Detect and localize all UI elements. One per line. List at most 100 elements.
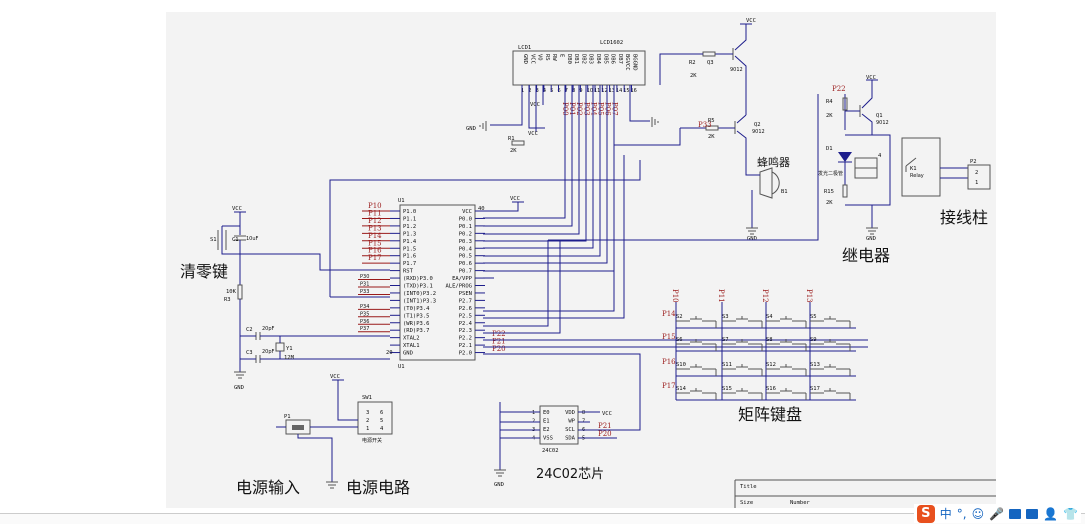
keypad-key-label-S12: S12 [766, 362, 776, 368]
title-block-size: Size [740, 500, 753, 506]
relay-part: Relay [910, 173, 924, 179]
keypad-key-actuator-S7 [736, 339, 748, 343]
lcd-pin-num-13: 14 [616, 88, 622, 94]
lcd-pin-num-9: 10 [587, 88, 593, 94]
mcu-p3-net-P33: P33 [360, 289, 369, 295]
lcd-pin-num-7: 8 [572, 88, 575, 94]
reset-vcc: VCC [232, 206, 242, 212]
ime-mode-toggle[interactable]: 中 [939, 507, 952, 521]
keypad-key-S15[interactable]: S15 [722, 386, 763, 400]
mcu-right-pin-19: P2.0 [459, 351, 472, 357]
lcd-pin-0: GND [522, 54, 528, 64]
lcd-pin-3: RS [544, 54, 550, 61]
skin-icon[interactable]: 👕 [1063, 506, 1078, 521]
sw1-note: 电源开关 [362, 437, 382, 444]
net-p22-relay: P22 [832, 85, 846, 93]
ime-toolbar[interactable]: S 中 °, ☺ 🎤 👤 👕 [913, 504, 1081, 523]
keypad-key-S17[interactable]: S17 [810, 386, 851, 400]
keypad-key-S8[interactable]: S8 [766, 337, 807, 351]
keypad-key-S5[interactable]: S5 [810, 314, 851, 328]
keypad-key-S11[interactable]: S11 [722, 362, 763, 376]
mcu-right-pin-4: P0.3 [459, 239, 472, 245]
r4-value: 2K [826, 113, 833, 119]
keypad-key-S16[interactable]: S16 [766, 386, 807, 400]
mcu-left-pin-15: (WR)P3.6 [403, 321, 430, 327]
keypad-key-label-S3: S3 [722, 314, 729, 320]
eeprom-right-pin-1: WP [568, 419, 575, 425]
lcd-vcc-2: VCC [528, 131, 538, 137]
keypad-key-S4[interactable]: S4 [766, 314, 807, 328]
keypad-key-S14[interactable]: S14 [676, 386, 717, 400]
emoji-icon[interactable]: ☺ [971, 506, 985, 521]
keypad-row-P14: P14 [662, 310, 676, 318]
relay-pin-4: 4 [878, 153, 882, 159]
keypad-key-S13[interactable]: S13 [810, 362, 851, 376]
keypad-key-S9[interactable]: S9 [810, 337, 851, 351]
mcu-left-pins: P1.0P1.1P1.2P1.3P1.4P1.5P1.6P1.7RST(RXD)… [390, 209, 436, 357]
mcu-right-pin-7: P0.6 [459, 261, 472, 267]
lcd-pin-8: DB2 [580, 54, 586, 64]
keypad-key-actuator-S17 [824, 388, 836, 392]
mcu-right-pin-6: P0.5 [459, 254, 472, 260]
keypad-key-S10[interactable]: S10 [676, 362, 717, 376]
d1-note: 发光二极管 [818, 170, 843, 177]
grid-icon[interactable] [1026, 508, 1039, 519]
keyboard-icon[interactable] [1009, 508, 1022, 519]
keypad-col-P10: P10 [671, 289, 679, 303]
mcu-p3-net-P31: P31 [360, 282, 369, 288]
keypad-key-label-S13: S13 [810, 362, 820, 368]
reset-and-crystal: VCC S1 C1 10uF 10K R3 清零键 C2 20pF C3 20p… [180, 206, 390, 391]
clear-key-label: 清零键 [180, 262, 228, 281]
keypad-key-S12[interactable]: S12 [766, 362, 807, 376]
r15-value: 2K [826, 200, 833, 206]
sw1-pin2: 2 [366, 418, 369, 424]
relay-section: P22 VCC R4 2K Q1 9012 D1 发光二极管 4 R15 2K … [548, 75, 991, 265]
user-icon[interactable]: 👤 [1043, 506, 1059, 521]
mcu-right-pin-0: VCC [462, 209, 472, 215]
keypad-key-actuator-S6 [690, 339, 702, 343]
keypad-key-S2[interactable]: S2 [676, 314, 717, 328]
lcd-pin-num-5: 6 [558, 88, 561, 94]
microphone-icon[interactable]: 🎤 [989, 506, 1005, 521]
mcu-net-P15: P15 [368, 239, 382, 247]
mcu-right-pin-5: P0.4 [459, 246, 473, 252]
terminal-label: 接线柱 [940, 208, 988, 227]
lcd-pin-num-2: 3 [536, 88, 539, 94]
ime-punctuation-toggle[interactable]: °, [956, 506, 967, 521]
keypad-key-label-S15: S15 [722, 386, 732, 392]
r1-ref: R1 [508, 136, 515, 142]
keypad-key-S6[interactable]: S6 [676, 337, 717, 351]
c3-ref: C3 [246, 350, 253, 356]
keypad-key-S7[interactable]: S7 [722, 337, 763, 351]
k1-ref: K1 [910, 166, 917, 172]
sogou-logo-icon[interactable]: S [916, 504, 935, 523]
mcu-right-pin-1: P0.0 [459, 216, 472, 222]
u1-pin-20: 20 [386, 350, 393, 356]
lcd-pin-7: DB1 [573, 54, 579, 64]
eeprom-right-pin-3: SDA [565, 436, 576, 442]
p2-ref: P2 [970, 159, 977, 165]
mcu-right-pin-13: P2.6 [459, 306, 472, 312]
keypad-key-actuator-S11 [736, 364, 748, 368]
lcd-pin-6: DB0 [566, 54, 572, 64]
lcd-pin-num-3: 4 [543, 88, 546, 94]
r3-value: 10K [226, 289, 237, 295]
keypad-key-S3[interactable]: S3 [722, 314, 763, 328]
lcd-pin-1: VCC [529, 54, 535, 64]
mcu-vcc: VCC [510, 196, 520, 202]
keypad-col-P11: P11 [717, 289, 725, 303]
lcd-pin-2: VO [537, 54, 543, 61]
lcd-pin-num-1: 2 [528, 88, 531, 94]
matrix-keypad-label: 矩阵键盘 [738, 405, 802, 424]
mcu-right-pin-9: EA/VPP [452, 276, 473, 282]
p2-pin1: 1 [975, 180, 978, 186]
mcu-right-pin-3: P0.2 [459, 231, 472, 237]
lcd-pin-num-15: 16 [631, 88, 637, 94]
mcu-left-pin-18: XTAL1 [403, 343, 420, 349]
q3-vcc: VCC [746, 18, 756, 24]
title-block-number: Number [790, 500, 811, 506]
keypad-key-label-S5: S5 [810, 314, 817, 320]
